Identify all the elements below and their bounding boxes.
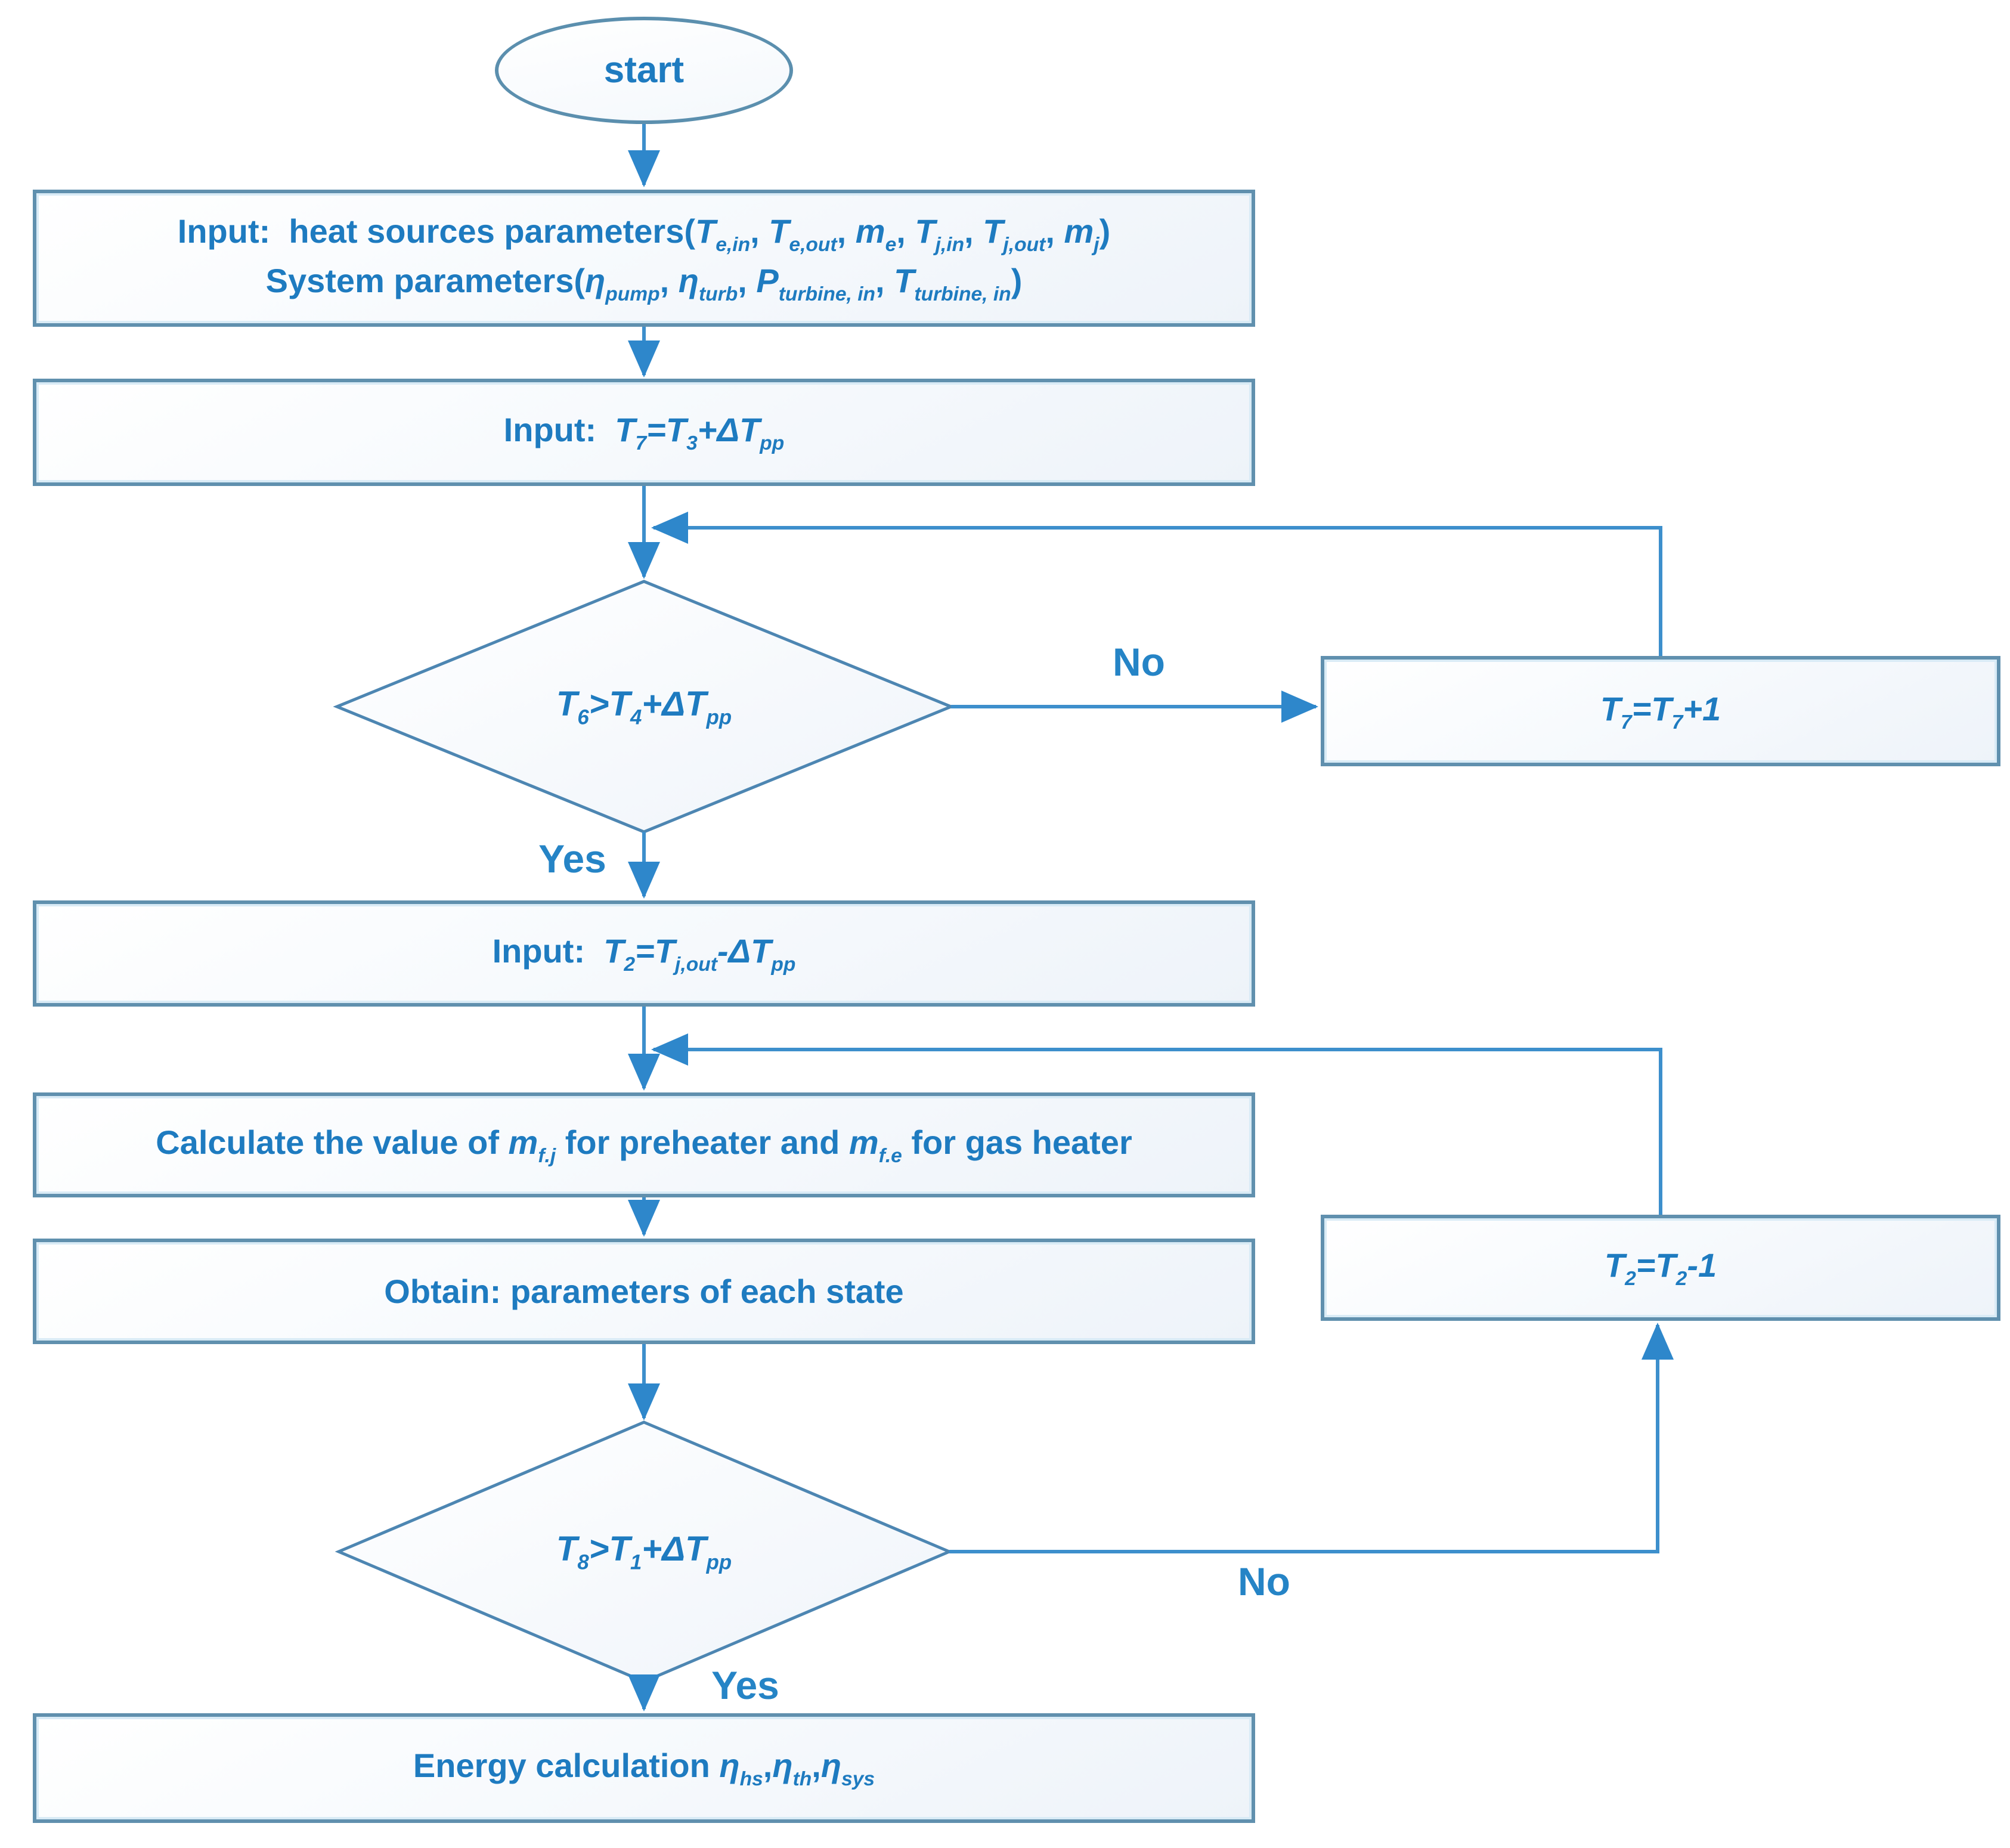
obtain-parameters-label: Obtain: parameters of each state [384,1272,904,1310]
start-node: start [495,17,793,124]
input-t2-box: Input: T2=Tj,out-ΔTpp [33,900,1255,1007]
input-t2-label: Input: T2=Tj,out-ΔTpp [492,932,796,976]
edge-t2-decrement-loop-back [651,1033,1662,1215]
energy-calculation-box: Energy calculation ηhs,ηth,ηsys [33,1713,1255,1823]
decision-t6-label: T6>T4+ΔTpp [556,684,732,729]
decision-t8-label: T8>T1+ΔTpp [556,1530,732,1574]
decision-t6-yes-label: Yes [538,837,606,881]
start-label: start [603,49,685,91]
input-parameters-line1: Input: heat sources parameters(Te,in, Te… [177,212,1111,256]
input-t7-box: Input: T7=T3+ΔTpp [33,379,1255,486]
decision-t6-no-label: No [1113,640,1165,684]
energy-calculation-label: Energy calculation ηhs,ηth,ηsys [413,1747,875,1791]
input-t7-label: Input: T7=T3+ΔTpp [503,411,785,455]
edge-t7-increment-loop-back [651,512,1662,656]
t2-decrement-box: T2=T2-1 [1321,1215,2000,1321]
t7-increment-label: T7=T7+1 [1600,689,1721,734]
t7-increment-box: T7=T7+1 [1321,656,2000,766]
t2-decrement-label: T2=T2-1 [1604,1246,1717,1290]
obtain-parameters-box: Obtain: parameters of each state [33,1239,1255,1344]
input-parameters-box: Input: heat sources parameters(Te,in, Te… [33,190,1255,327]
edge-decision-t8-no [949,1323,1674,1553]
input-parameters-line2: System parameters(ηpump, ηturb, Pturbine… [265,262,1023,306]
calculate-mf-label: Calculate the value of mf.j for preheate… [156,1123,1132,1168]
calculate-mf-box: Calculate the value of mf.j for preheate… [33,1092,1255,1197]
decision-t8-yes-label: Yes [711,1663,779,1707]
decision-t8-no-label: No [1238,1559,1290,1604]
